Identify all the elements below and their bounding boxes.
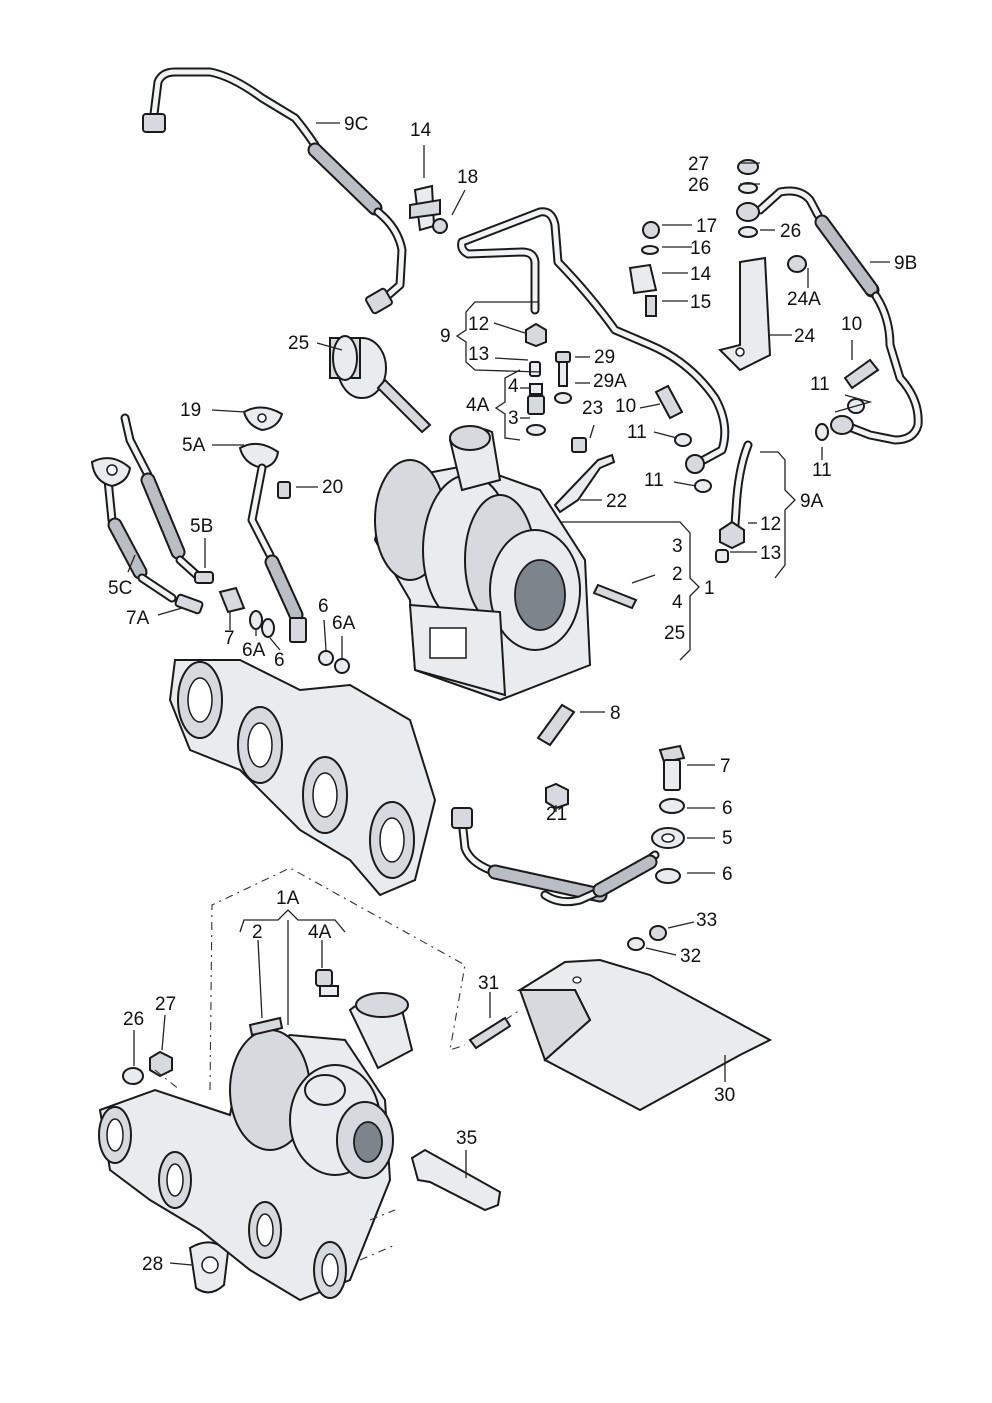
label-8: 8 [610, 703, 621, 724]
part-number-labels: 9C 14 18 27 26 26 9B 17 16 14 15 24A 24 … [108, 114, 917, 1275]
label-7: 7 [224, 628, 235, 649]
label-6: 6 [274, 650, 285, 671]
label-3: 3 [672, 536, 683, 557]
label-2: 2 [252, 922, 263, 943]
label-24a: 24A [787, 289, 821, 310]
oil-supply-line-9c [142, 67, 407, 315]
label-11: 11 [812, 460, 832, 481]
label-5c: 5C [108, 578, 132, 599]
turbocharger-upper [373, 425, 592, 702]
leader-lines [127, 122, 890, 1266]
label-10: 10 [615, 396, 636, 417]
label-26: 26 [688, 175, 709, 196]
label-9c: 9C [344, 114, 368, 135]
label-1a: 1A [276, 888, 300, 909]
oil-line-5-lower [451, 807, 685, 907]
label-6a: 6A [242, 640, 266, 661]
boost-pressure-actuator-25 [329, 335, 432, 434]
label-6: 6 [722, 864, 733, 885]
label-26: 26 [780, 221, 801, 242]
label-25: 25 [664, 623, 685, 644]
label-4a: 4A [308, 922, 332, 943]
label-9a: 9A [800, 491, 824, 512]
label-13: 13 [760, 543, 781, 564]
label-33: 33 [696, 910, 717, 931]
label-35: 35 [456, 1128, 477, 1149]
label-4: 4 [672, 592, 683, 613]
oil-return-lines-5b-5c [90, 413, 214, 615]
label-15: 15 [690, 292, 711, 313]
label-6a: 6A [332, 613, 356, 634]
label-12: 12 [468, 314, 489, 335]
label-19: 19 [180, 400, 201, 421]
label-31: 31 [478, 973, 499, 994]
label-5b: 5B [190, 516, 213, 537]
label-27: 27 [688, 154, 709, 175]
label-3: 3 [508, 408, 519, 429]
turbocharger-manifold-assembly-lower [98, 992, 414, 1302]
label-28: 28 [142, 1254, 163, 1275]
small-hardware [122, 159, 880, 1294]
label-24: 24 [794, 326, 816, 347]
label-11: 11 [627, 422, 647, 443]
label-14: 14 [690, 264, 712, 285]
label-26: 26 [123, 1009, 144, 1030]
oil-line-9a [730, 440, 753, 530]
label-11: 11 [644, 470, 664, 491]
label-20: 20 [322, 477, 343, 498]
label-13: 13 [468, 344, 489, 365]
label-6: 6 [318, 596, 329, 617]
label-23: 23 [582, 398, 603, 419]
label-12: 12 [760, 514, 781, 535]
label-16: 16 [690, 238, 711, 259]
label-29a: 29A [593, 371, 627, 392]
oil-line-9b [755, 186, 923, 445]
label-9b: 9B [894, 253, 917, 274]
label-7: 7 [720, 756, 731, 777]
assembly-dash-lines [154, 867, 521, 1261]
label-14: 14 [410, 120, 432, 141]
label-4: 4 [508, 376, 519, 397]
heat-shield-30 [516, 958, 773, 1112]
label-27: 27 [155, 994, 176, 1015]
label-9: 9 [440, 326, 451, 347]
label-10: 10 [841, 314, 862, 335]
label-22: 22 [606, 491, 627, 512]
label-7a: 7A [126, 608, 150, 629]
oil-return-line-5a [238, 442, 307, 643]
exhaust-manifold-upper [168, 659, 437, 897]
label-18: 18 [457, 167, 478, 188]
label-30: 30 [714, 1085, 735, 1106]
label-6: 6 [722, 798, 733, 819]
oil-line-9 [457, 207, 730, 474]
label-17: 17 [696, 216, 717, 237]
label-2: 2 [672, 564, 683, 585]
label-1: 1 [704, 578, 715, 599]
label-25: 25 [288, 333, 309, 354]
label-29: 29 [594, 347, 615, 368]
label-32: 32 [680, 946, 701, 967]
label-5: 5 [722, 828, 733, 849]
label-4a: 4A [466, 395, 490, 416]
label-21: 21 [546, 804, 567, 825]
label-5a: 5A [182, 435, 206, 456]
label-11: 11 [810, 374, 830, 395]
